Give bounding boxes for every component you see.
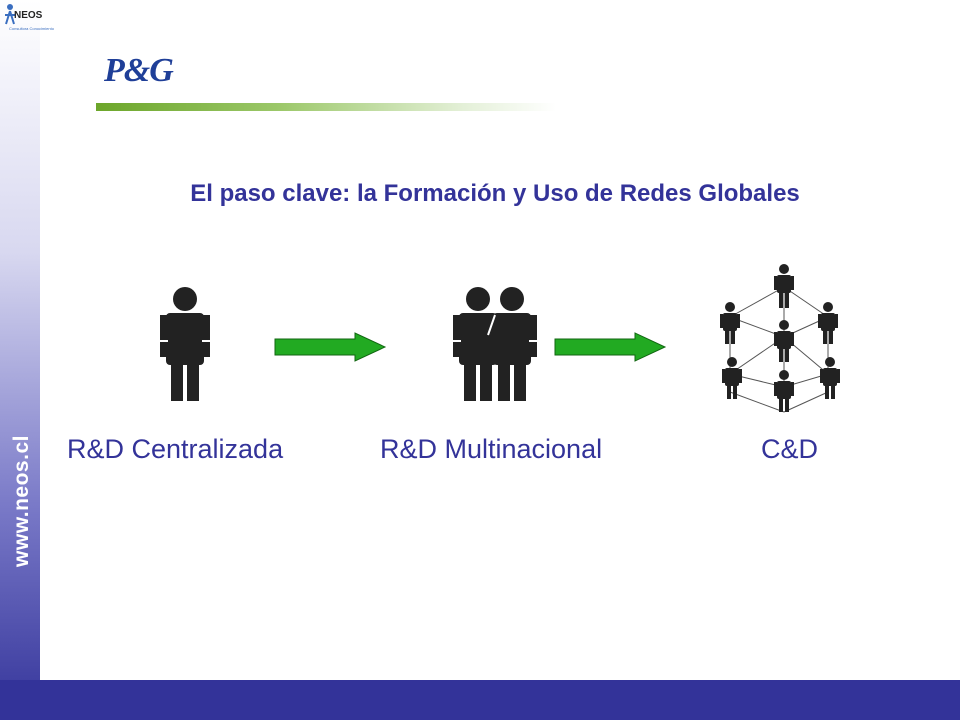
website-text: www.neos.cl (10, 435, 33, 567)
neos-figure-icon (5, 4, 15, 25)
slide-title: El paso clave: la Formación y Uso de Red… (190, 180, 800, 207)
stage-label-cd: C&D (761, 434, 819, 464)
neos-logo-text: NEOS (14, 10, 43, 21)
left-gradient-band (0, 0, 40, 720)
neos-logo: NEOS Consultora Conocimiento (0, 0, 60, 40)
network-people-icon (720, 264, 840, 413)
pg-logo: P&G (104, 52, 174, 89)
arrow-icon (554, 332, 667, 362)
arrow-icon (274, 332, 387, 362)
green-divider-line (96, 103, 556, 111)
stage-label-multinacional: R&D Multinacional (380, 434, 603, 464)
neos-logo-tagline: Consultora Conocimiento (9, 26, 54, 31)
stage-label-centralizada: R&D Centralizada (67, 434, 284, 464)
single-person-icon (160, 287, 210, 401)
two-people-icon (453, 287, 537, 401)
bottom-bar (0, 680, 960, 720)
left-curve-decoration (40, 580, 130, 680)
